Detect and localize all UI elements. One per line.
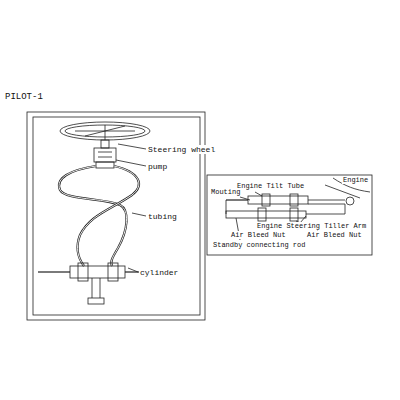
part-label: Mouting <box>210 188 241 196</box>
part-label: Engine Steering Tiller Arm <box>256 222 367 230</box>
part-label: cylinder <box>139 268 179 277</box>
part-label: Air Bleed Nut <box>230 231 287 239</box>
part-label: Engine <box>342 176 369 184</box>
part-label: tubing <box>147 212 178 221</box>
part-label: pump <box>147 162 168 171</box>
part-label: Air Bleed Nut <box>306 231 363 239</box>
part-label: Engine Tilt Tube <box>236 182 305 190</box>
title: PILOT-1 <box>5 92 43 102</box>
part-label: Standby connecting rod <box>212 241 306 249</box>
part-label: Steering wheel <box>147 145 216 154</box>
